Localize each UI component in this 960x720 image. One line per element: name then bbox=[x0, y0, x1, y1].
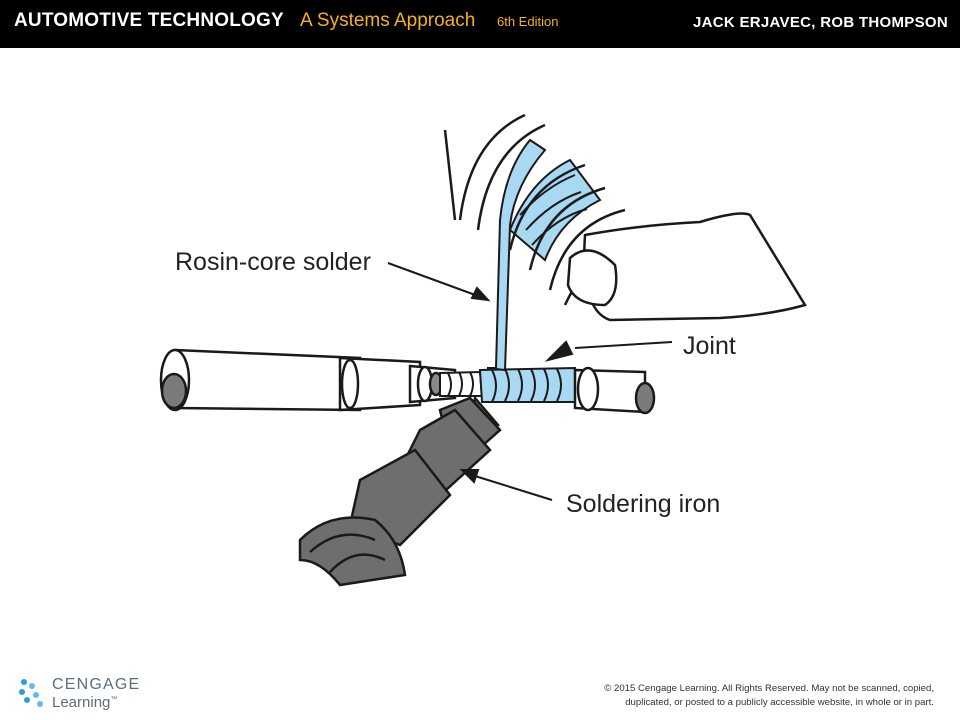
twisted-strands bbox=[439, 370, 484, 397]
logo-cengage-text: CENGAGE bbox=[52, 676, 141, 693]
book-title: AUTOMOTIVE TECHNOLOGY bbox=[14, 10, 284, 31]
joint-solder bbox=[478, 366, 580, 403]
solder-wire bbox=[486, 138, 602, 372]
logo-learning-text: Learning™ bbox=[52, 694, 118, 711]
wire-right bbox=[573, 366, 656, 415]
leader-lines bbox=[387, 262, 673, 501]
label-rosin-core-solder: Rosin-core solder bbox=[175, 248, 371, 276]
hand bbox=[566, 212, 807, 322]
book-authors: JACK ERJAVEC, ROB THOMPSON bbox=[692, 14, 948, 31]
cengage-mark-icon bbox=[19, 679, 43, 707]
book-edition: 6th Edition bbox=[497, 14, 559, 29]
book-subtitle: A Systems Approach bbox=[300, 10, 476, 31]
label-joint: Joint bbox=[683, 332, 736, 360]
title-bar: AUTOMOTIVE TECHNOLOGY A Systems Approach… bbox=[0, 0, 960, 48]
wire-left bbox=[159, 348, 457, 412]
copyright-notice: © 2015 Cengage Learning. All Rights Rese… bbox=[494, 682, 934, 710]
copyright-line-2: duplicated, or posted to a publicly acce… bbox=[625, 697, 934, 708]
label-soldering-iron: Soldering iron bbox=[566, 490, 721, 518]
copyright-line-1: © 2015 Cengage Learning. All Rights Rese… bbox=[604, 683, 934, 694]
soldering-iron bbox=[298, 395, 502, 587]
cengage-logo: CENGAGE Learning™ bbox=[16, 672, 156, 716]
